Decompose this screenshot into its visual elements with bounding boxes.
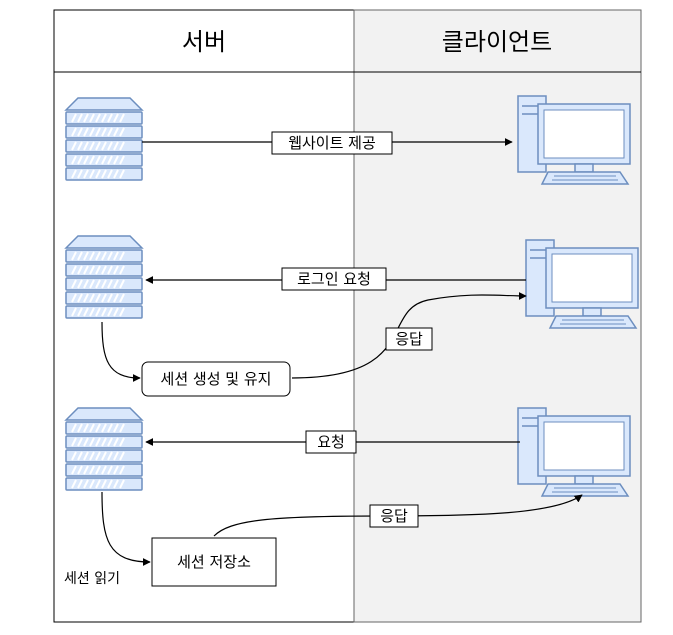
session-read-arrow [101,491,151,566]
response-label-box-2 [369,504,419,528]
response-arrow-1 [291,291,527,379]
session-create-label: 세션 생성 및 유지 [161,370,272,388]
login-request-label-box [281,267,387,291]
session-read-label: 세션 읽기 [64,571,120,587]
server-lane-title: 서버 [182,28,226,56]
login-request-label: 로그인 요청 [297,270,371,288]
response-label-box-1 [385,327,433,351]
client-lane-title: 클라이언트 [442,28,552,56]
website-label: 웹사이트 제공 [288,134,376,152]
session-create-arrow [101,321,141,382]
website-label-box [271,131,393,155]
request-label-box [305,430,357,454]
session-store-box [151,537,277,587]
session-create-box [141,361,291,397]
response-label-2: 응답 [380,507,408,525]
request-label: 요청 [317,433,345,451]
session-store-label: 세션 저장소 [177,553,251,571]
response-label-1: 응답 [395,330,423,348]
